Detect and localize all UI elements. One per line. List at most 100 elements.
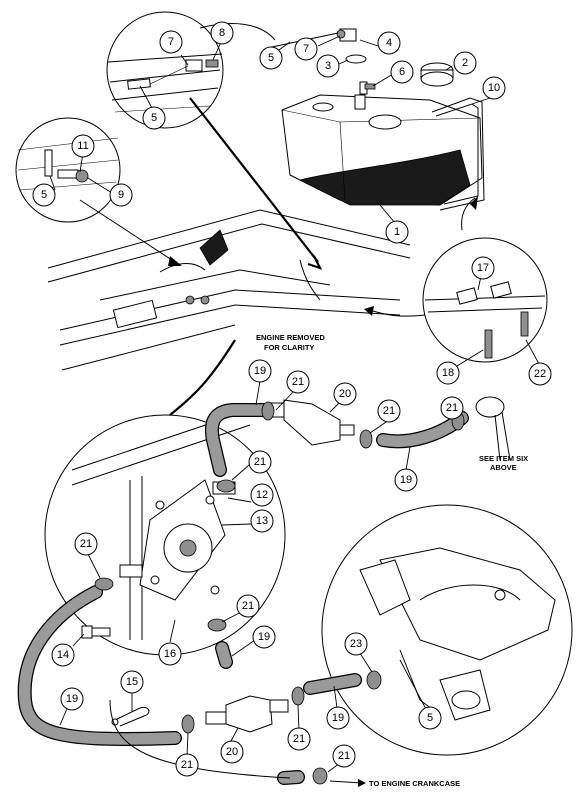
callout-12: 12 [250,483,274,507]
callout-23: 23 [344,632,368,656]
callout-label: 21 [338,750,350,762]
callout-label: 1 [394,226,400,238]
callout-label: 7 [303,43,309,55]
fuel-tank [281,94,483,206]
callout-9: 9 [109,183,133,207]
callout-label: 19 [400,474,412,486]
callout-4: 4 [377,31,401,55]
callout-label: 19 [258,631,270,643]
note-engine-removed-line1: ENGINE REMOVED [256,333,325,342]
callout-10: 10 [482,76,506,100]
note-crankcase: TO ENGINE CRANKCASE [369,779,460,788]
callout-21i: 21 [332,744,356,768]
callout-label: 5 [41,189,47,201]
callout-label: 21 [383,405,395,417]
hose-retaining-clip [111,706,150,727]
callout-label: 22 [534,368,546,380]
callout-label: 21 [254,456,266,468]
callout-label: 13 [256,515,268,527]
callout-label: 5 [151,112,157,124]
callout-label: 17 [477,262,489,274]
leader-lines [49,35,540,773]
callout-label: 12 [256,489,268,501]
callout-11: 11 [71,134,95,158]
callout-label: 5 [427,712,433,724]
callout-label: 9 [118,189,124,201]
callout-21f: 21 [236,594,260,618]
callout-3: 3 [316,54,340,78]
callout-17: 17 [471,256,495,280]
callout-label: 8 [219,27,225,39]
fuel-cap [420,62,454,87]
callout-label: 3 [325,60,331,72]
callout-22: 22 [528,362,552,386]
callout-label: 6 [399,66,405,78]
callout-19c: 19 [252,625,276,649]
callout-label: 20 [226,746,238,758]
callout-label: 10 [488,82,500,94]
callout-label: 4 [386,37,392,49]
callout-13: 13 [250,509,274,533]
callout-5a: 5 [142,106,166,130]
note-see-item-line1: SEE ITEM SIX [479,454,528,463]
callout-19e: 19 [326,706,350,730]
callout-label: 21 [292,376,304,388]
callout-5b: 5 [259,46,283,70]
hose-clamps [94,396,511,785]
callout-20b: 20 [220,740,244,764]
callout-5d: 5 [418,706,442,730]
callout-label: 19 [66,693,78,705]
callout-label: 21 [242,600,254,612]
vehicle-frame [47,209,411,371]
callout-19a: 19 [248,359,272,383]
callout-21h: 21 [287,727,311,751]
callout-label: 19 [332,712,344,724]
callout-label: 14 [57,649,69,661]
callout-14: 14 [51,643,75,667]
detail-circle-fuel-line-clip [106,11,224,129]
callout-19b: 19 [394,468,418,492]
note-see-item-line2: ABOVE [490,463,517,472]
fuel-filter-lower [205,695,289,733]
callout-16: 16 [158,642,182,666]
callout-21g: 21 [175,753,199,777]
fuel-hose-lower [17,585,362,785]
callout-label: 2 [462,57,468,69]
callout-1: 1 [385,220,409,244]
detail-circle-frame-clip [15,117,121,223]
callout-20a: 20 [333,382,357,406]
routing-arrows [79,23,478,787]
callout-label: 16 [164,648,176,660]
callout-7b: 7 [294,37,318,61]
callout-label: 23 [350,638,362,650]
callout-label: 11 [77,140,88,152]
callout-label: 19 [254,365,266,377]
mounting-bolt [81,625,111,639]
callout-6: 6 [390,60,414,84]
callouts: 7 8 5 5 7 4 3 6 2 10 11 9 5 1 17 18 22 1… [32,21,552,777]
callout-8: 8 [210,21,234,45]
callout-5c: 5 [32,183,56,207]
callout-label: 21 [80,538,92,550]
callout-label: 21 [181,759,193,771]
note-engine-removed-line2: FOR CLARITY [264,343,314,352]
callout-2: 2 [453,51,477,75]
callout-label: 20 [339,388,351,400]
callout-18: 18 [436,361,460,385]
callout-label: 18 [442,367,454,379]
detail-circle-tank-mount [422,237,548,363]
callout-21e: 21 [74,532,98,556]
callout-label: 15 [126,676,138,688]
fuel-filter-upper [267,399,355,446]
callout-21c: 21 [440,396,464,420]
callout-21d: 21 [248,450,272,474]
callout-7a: 7 [159,30,183,54]
callout-21b: 21 [377,399,401,423]
callout-label: 21 [446,402,458,414]
callout-15: 15 [120,670,144,694]
callout-label: 5 [268,52,274,64]
callout-21a: 21 [286,370,310,394]
callout-label: 7 [168,36,174,48]
callout-label: 21 [293,733,305,745]
